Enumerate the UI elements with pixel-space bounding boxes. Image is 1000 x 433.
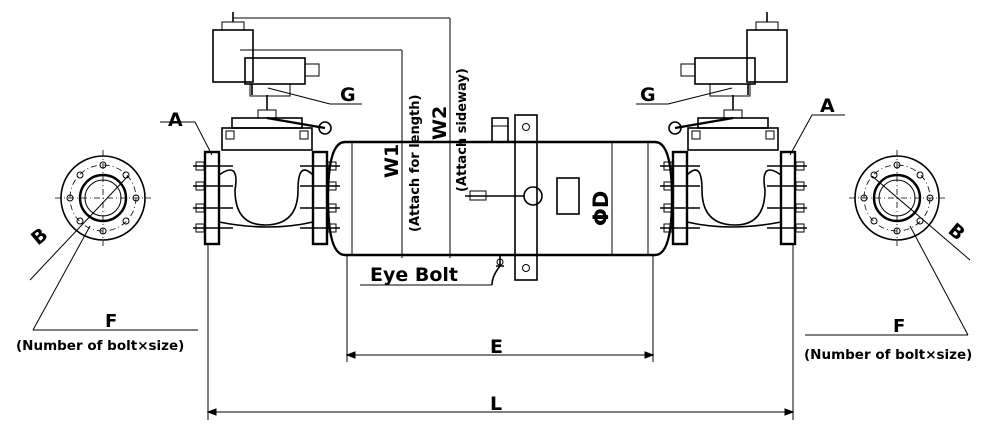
right-valve [660,12,807,246]
label-g-left: G [340,84,356,106]
left-flange-face-view [29,150,198,331]
label-a-left: A [168,109,183,131]
left-valve [193,12,340,246]
cylinder-tank [326,114,674,286]
label-w1-sub: (Attach for length) [408,95,423,232]
label-a-right: A [820,95,835,117]
label-w2-sub: (Attach sideway) [455,68,470,192]
label-eye-bolt: Eye Bolt [370,264,458,286]
label-g-right: G [640,84,656,106]
label-f-right: F [893,316,905,337]
labels: A A G G B B F (Number of bolt×size) F (N… [16,68,972,415]
label-f-left: F [105,311,117,332]
label-f-left-sub: (Number of bolt×size) [16,338,184,354]
label-w2: W2 [429,106,451,140]
dimension-lines [160,17,845,420]
label-e: E [490,336,503,358]
right-flange-face-view [805,150,971,336]
label-b-left: B [27,224,52,250]
label-f-right-sub: (Number of bolt×size) [804,347,972,363]
label-w1: W1 [381,144,403,178]
label-phi-d: ΦD [589,191,613,226]
label-l: L [490,393,502,415]
